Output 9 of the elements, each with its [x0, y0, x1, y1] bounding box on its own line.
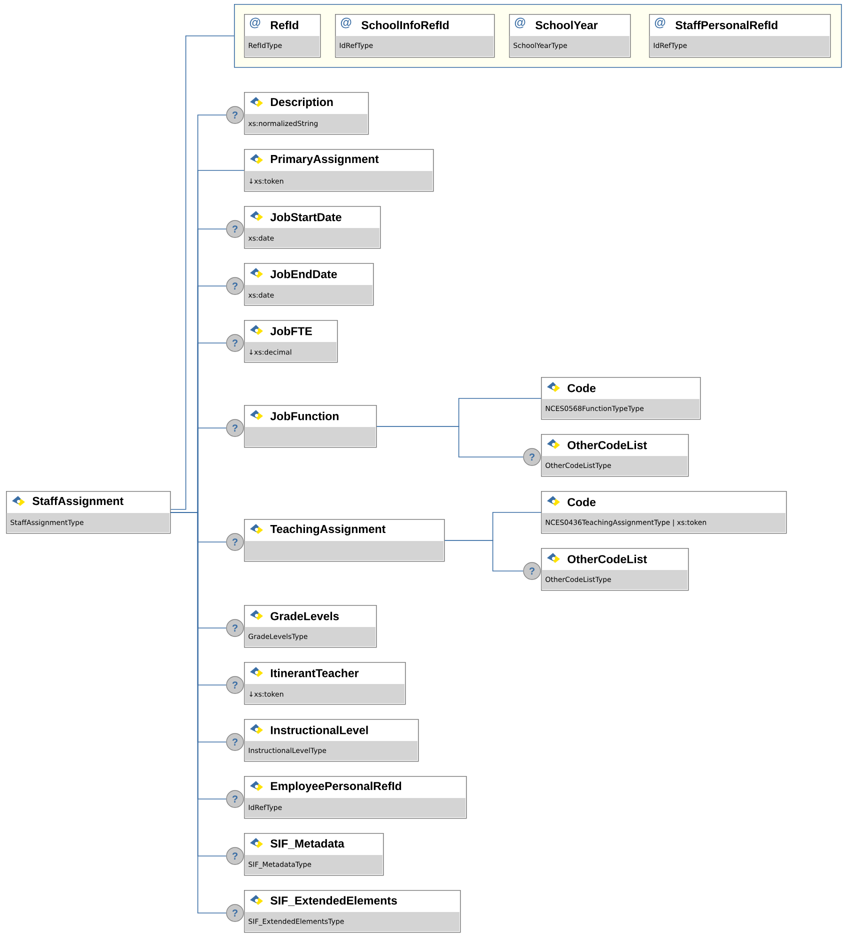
connector-line [376, 426, 524, 458]
attribute-icon: @ [514, 18, 526, 28]
element-box: JobFunction [244, 405, 377, 448]
attribute-icon: @ [654, 18, 666, 28]
connector-line [444, 540, 524, 572]
attribute-icon: @ [250, 18, 260, 28]
connector-line [170, 36, 234, 510]
element-box: TeachingAssignment [244, 519, 445, 562]
attribute-icon: @ [340, 18, 352, 28]
